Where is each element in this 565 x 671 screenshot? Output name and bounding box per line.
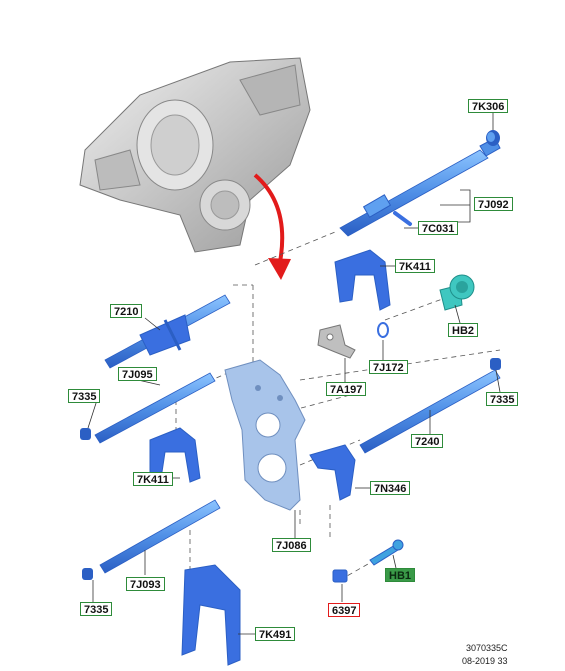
callout-7A197: 7A197 — [326, 382, 367, 396]
callout-HB1: HB1 — [385, 568, 416, 582]
fork-7N346 — [309, 444, 356, 501]
callout-7335-left: 7335 — [68, 389, 101, 403]
cap-7335-bottom — [82, 568, 93, 580]
callout-7C031: 7C031 — [418, 221, 459, 235]
callout-7J093: 7J093 — [126, 577, 165, 591]
callout-7K411-top: 7K411 — [395, 259, 435, 273]
shaft-7J093 — [99, 499, 221, 574]
leader-lines — [87, 113, 501, 635]
callout-7J095: 7J095 — [118, 367, 157, 381]
callout-7K306: 7K306 — [468, 99, 509, 113]
shaft-7J095 — [94, 372, 216, 444]
callout-7J172: 7J172 — [369, 360, 408, 374]
callout-7J086: 7J086 — [272, 538, 311, 552]
footer-date: 08-2019 33 — [462, 656, 508, 666]
callout-7335-bottom: 7335 — [80, 602, 113, 616]
part-7A197 — [317, 324, 356, 359]
shaft-7J092 — [339, 137, 501, 237]
callout-7J092: 7J092 — [474, 197, 513, 211]
shaft-7210 — [104, 294, 231, 369]
part-6397 — [332, 569, 348, 583]
cap-7K306 — [486, 130, 500, 146]
callout-7K411-bottom: 7K411 — [133, 472, 173, 486]
callout-7K491: 7K491 — [255, 627, 296, 641]
callout-7N346: 7N346 — [370, 481, 411, 495]
footer-ref: 3070335C — [466, 643, 508, 653]
circlip-7J172 — [377, 322, 389, 338]
cap-7335-left — [80, 428, 91, 440]
plate-7J086 — [224, 359, 306, 511]
callout-7210: 7210 — [110, 304, 143, 318]
callout-6397: 6397 — [328, 603, 361, 617]
callout-7240: 7240 — [411, 434, 444, 448]
red-direction-arrow — [253, 173, 291, 280]
part-HB2 — [439, 274, 475, 311]
fork-7K491 — [181, 564, 241, 666]
bolt-HB1 — [369, 539, 404, 566]
pin-7C031 — [393, 211, 412, 226]
cap-7335-right — [490, 358, 501, 370]
callout-HB2: HB2 — [448, 323, 479, 337]
transmission-housing-illustration — [79, 57, 311, 253]
callout-7335-right: 7335 — [486, 392, 519, 406]
bracket-7K411-top — [334, 249, 391, 311]
